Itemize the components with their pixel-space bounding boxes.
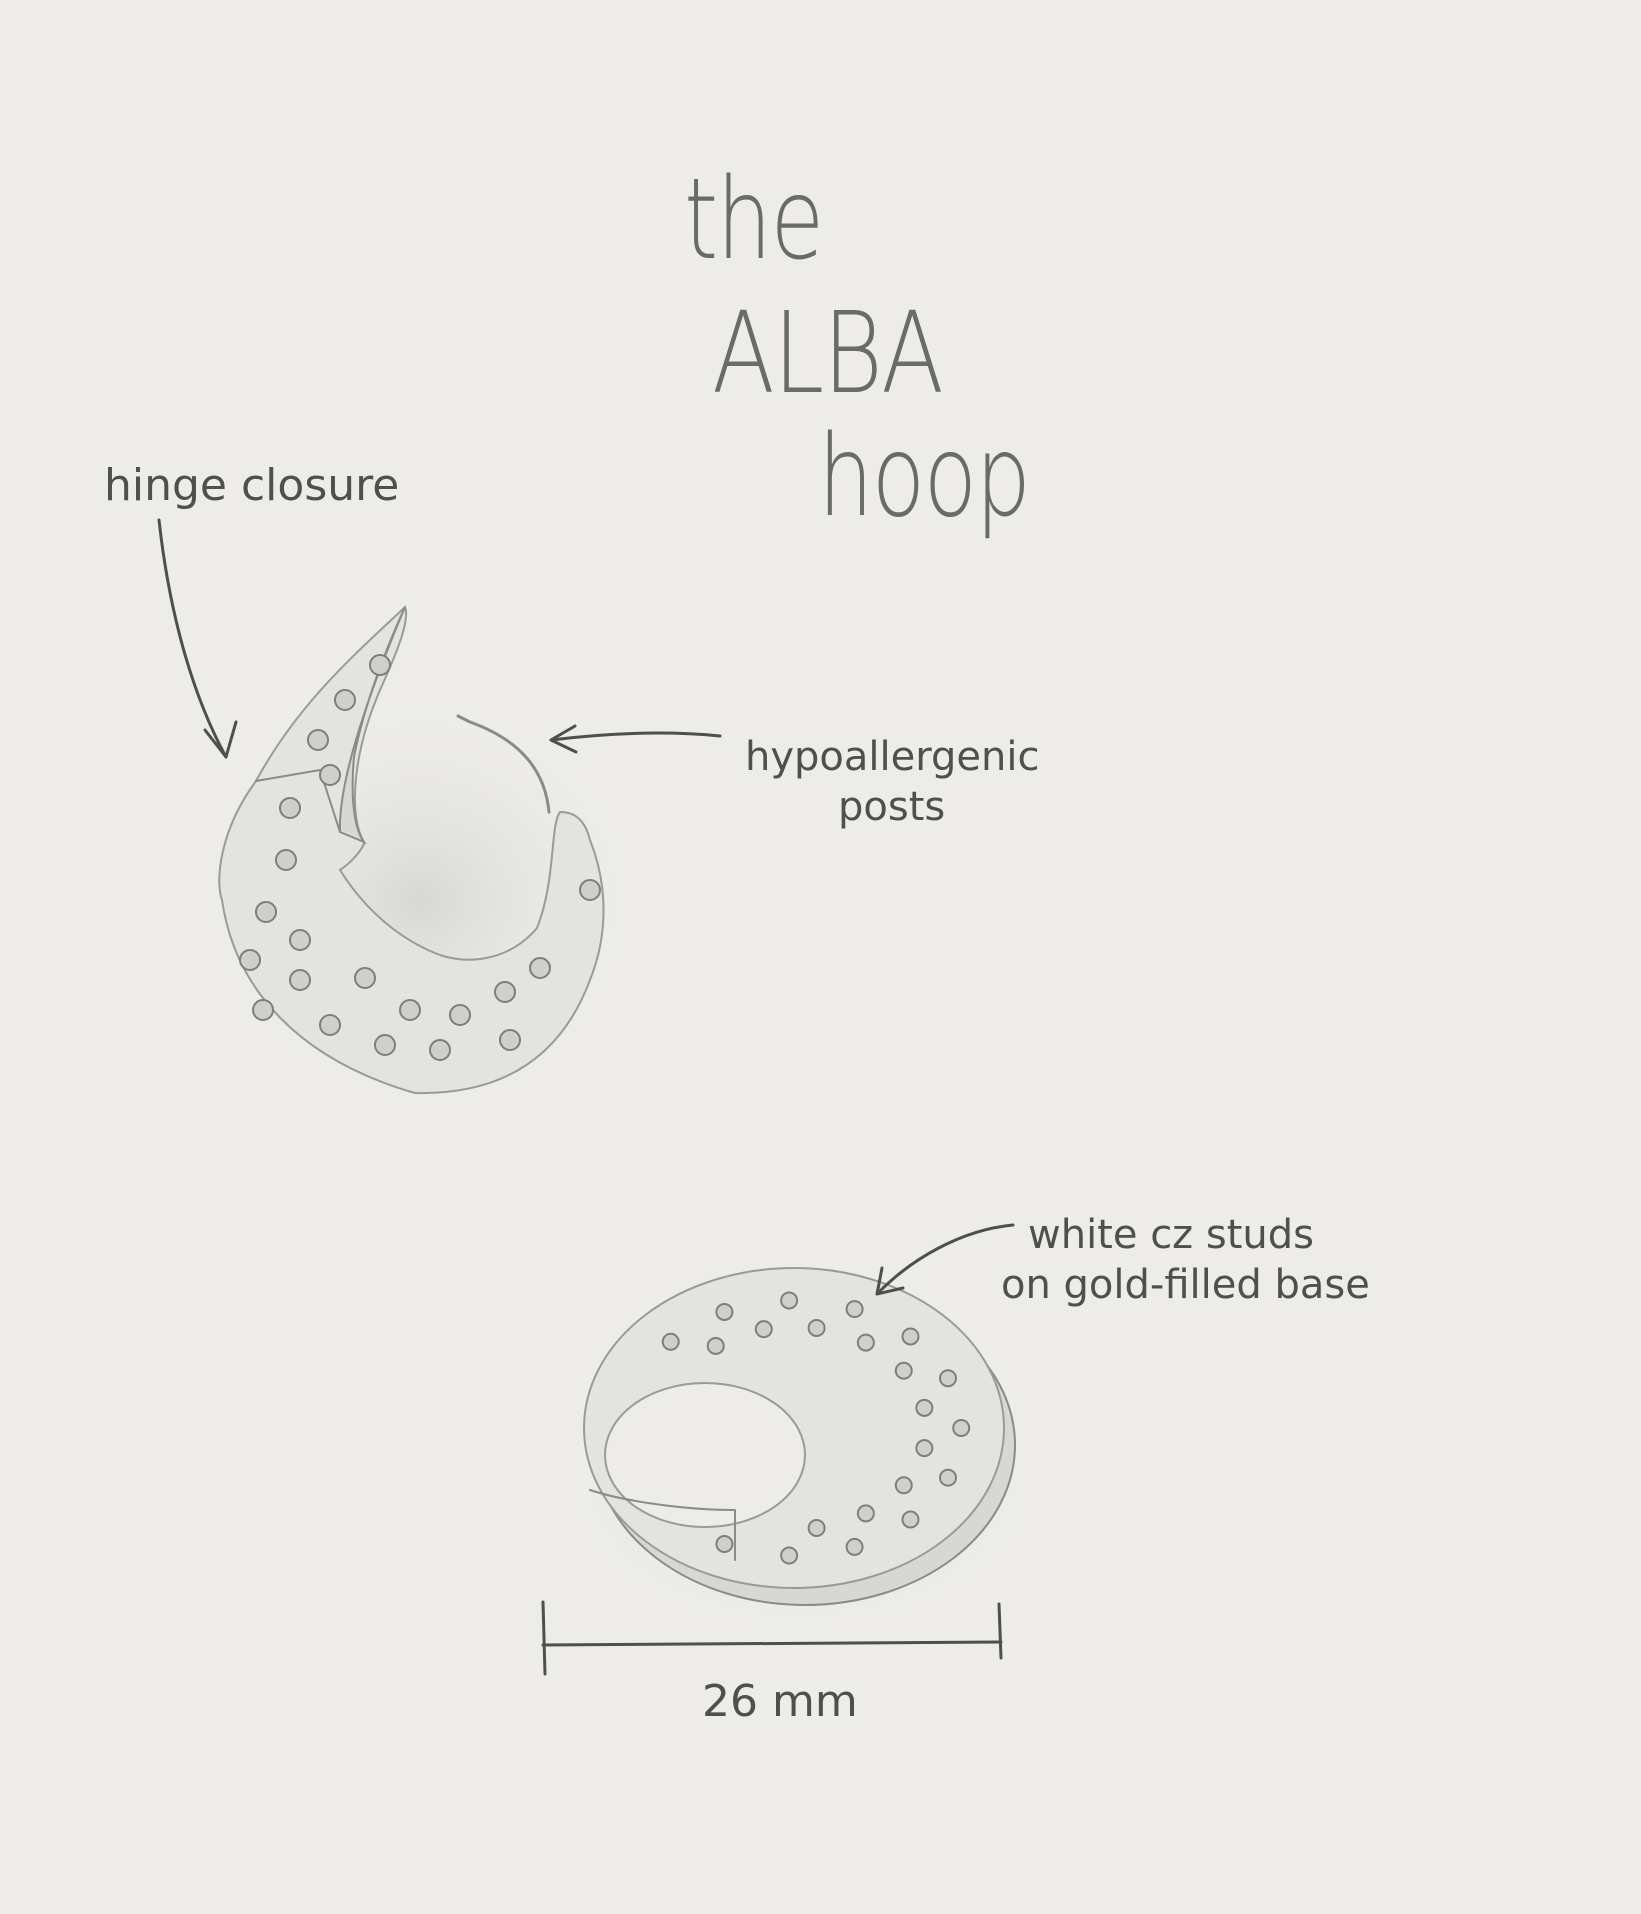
cz-studs-open (239, 654, 601, 1061)
posts-label-line1: hypoallergenic (745, 734, 1039, 780)
cz-stud-icon (354, 967, 376, 989)
cz-stud-icon (255, 901, 277, 923)
cz-stud-icon (661, 1332, 680, 1351)
posts-label-line2: posts (838, 784, 945, 830)
cz-stud-icon (807, 1318, 826, 1337)
cz-stud-icon (319, 764, 341, 786)
cz-stud-icon (780, 1291, 799, 1310)
cz-stud-icon (915, 1439, 934, 1458)
studs-label-line2: on gold-filled base (1001, 1262, 1370, 1308)
cz-stud-icon (901, 1510, 920, 1529)
cz-stud-icon (780, 1546, 799, 1565)
dimension-scale-bar (541, 1600, 1003, 1676)
cz-stud-icon (939, 1369, 958, 1388)
cz-stud-icon (529, 957, 551, 979)
cz-stud-icon (579, 879, 601, 901)
studs-arrow-icon (875, 1223, 1015, 1296)
cz-stud-icon (499, 1029, 521, 1051)
title-line-hoop: hoop (818, 411, 1029, 541)
cz-stud-icon (894, 1476, 913, 1495)
hinge-arrow-icon (157, 518, 238, 759)
cz-stud-icon (494, 981, 516, 1003)
cz-stud-icon (856, 1333, 875, 1352)
cz-stud-icon (856, 1504, 875, 1523)
cz-stud-icon (807, 1519, 826, 1538)
cz-stud-icon (715, 1302, 734, 1321)
cz-stud-icon (319, 1014, 341, 1036)
cz-stud-icon (289, 929, 311, 951)
cz-stud-icon (449, 1004, 471, 1026)
posts-arrow-icon (549, 724, 722, 754)
studs-label-line1: white cz studs (1028, 1212, 1314, 1258)
cz-stud-icon (279, 797, 301, 819)
cz-stud-icon (939, 1468, 958, 1487)
cz-stud-icon (715, 1535, 734, 1554)
cz-stud-icon (901, 1327, 920, 1346)
cz-stud-icon (845, 1300, 864, 1319)
cz-stud-icon (275, 849, 297, 871)
cz-stud-icon (845, 1537, 864, 1556)
cz-stud-icon (754, 1320, 773, 1339)
cz-stud-icon (239, 949, 261, 971)
cz-stud-icon (369, 654, 391, 676)
dimension-label: 26 mm (702, 1676, 858, 1727)
earring-open-drawing (190, 605, 650, 1110)
cz-stud-icon (952, 1419, 971, 1437)
cz-stud-icon (374, 1034, 396, 1056)
cz-stud-icon (307, 729, 329, 751)
cz-stud-icon (289, 969, 311, 991)
cz-stud-icon (334, 689, 356, 711)
cz-stud-icon (399, 999, 421, 1021)
earring-closed-drawing (550, 1267, 1050, 1640)
product-title: the ALBA hoop (684, 154, 1031, 541)
hinge-closure-label: hinge closure (104, 460, 399, 511)
cz-stud-icon (915, 1398, 934, 1417)
cz-stud-icon (706, 1336, 725, 1355)
title-line-alba: ALBA (712, 289, 942, 419)
cz-studs-closed (661, 1291, 971, 1565)
title-line-the: the (684, 154, 823, 284)
cz-stud-icon (252, 999, 274, 1021)
cz-stud-icon (894, 1361, 913, 1380)
cz-stud-icon (429, 1039, 451, 1061)
